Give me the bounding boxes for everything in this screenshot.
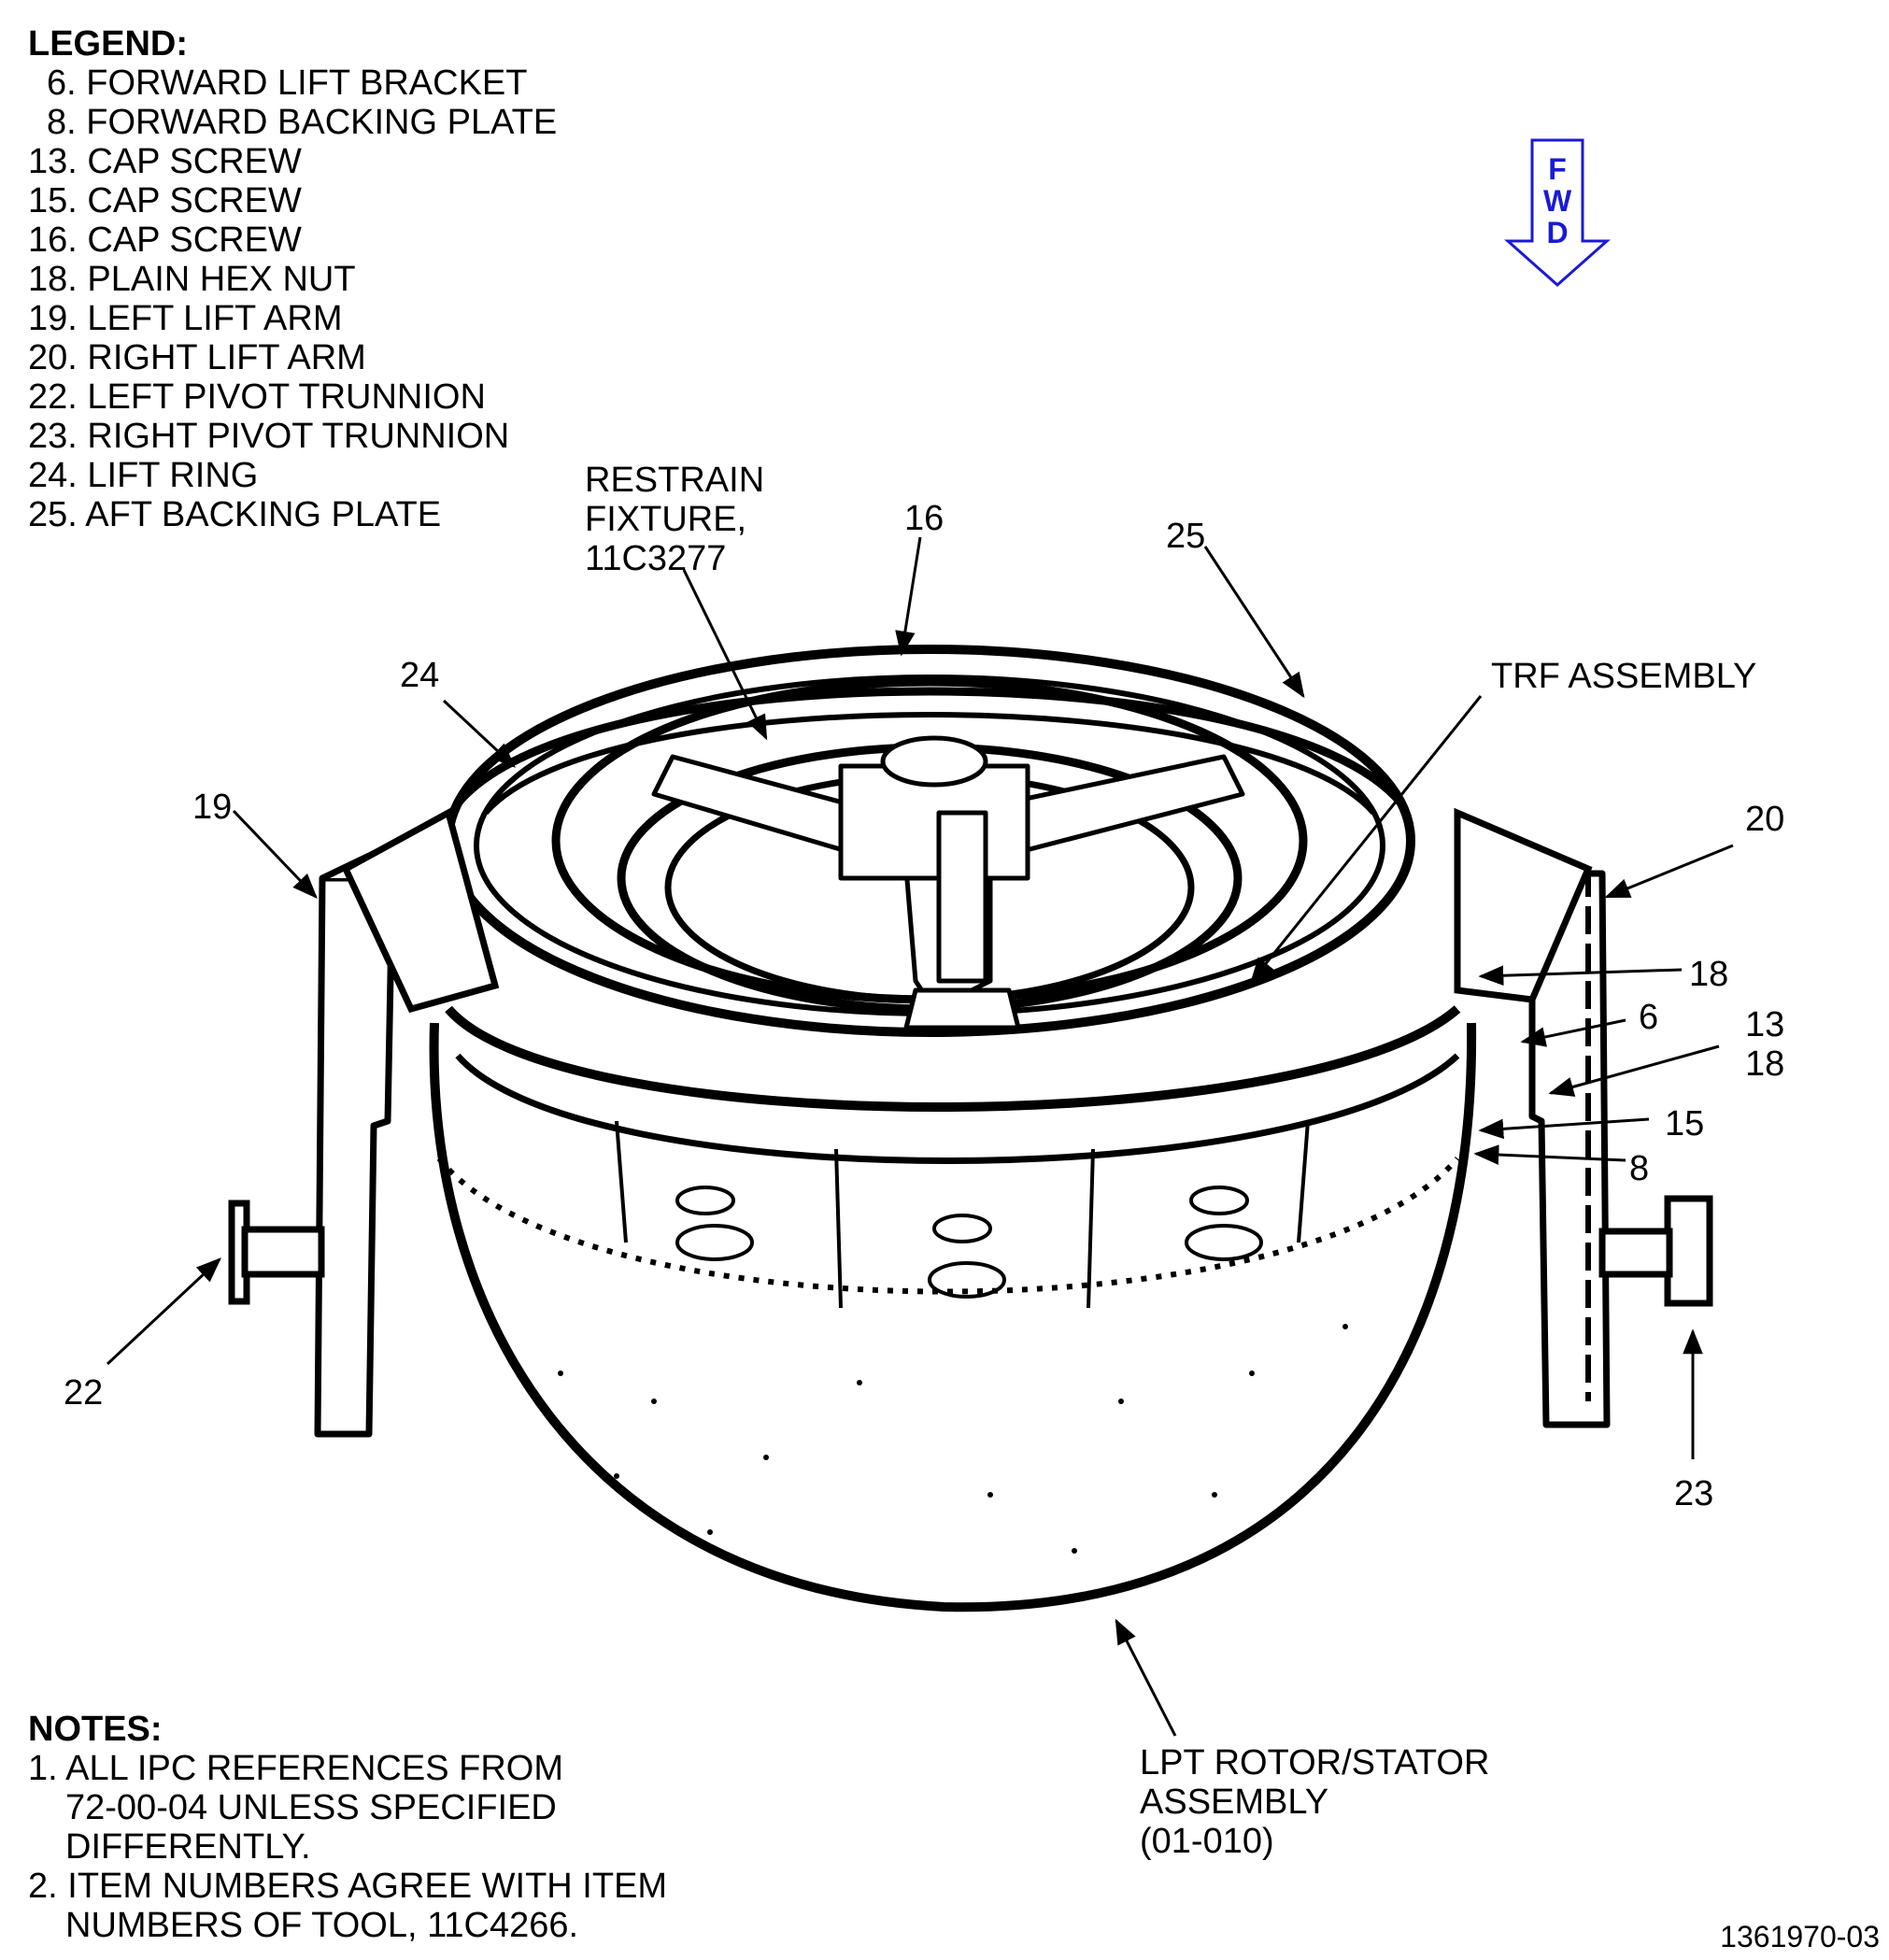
- fwd-letter: W: [1543, 184, 1572, 218]
- notes: NOTES: 1. ALL IPC REFERENCES FROM 72-00-…: [28, 1710, 667, 1945]
- restrain-fixture-label: RESTRAIN FIXTURE, 11C3277: [585, 461, 765, 578]
- note-item: 2. ITEM NUMBERS AGREE WITH ITEM: [28, 1867, 667, 1906]
- legend-item: 24. LIFT RING: [28, 456, 259, 495]
- callout-23: 23: [1674, 1474, 1714, 1513]
- forward-lift-bracket-right: [1454, 807, 1593, 1003]
- legend-item: 20. RIGHT LIFT ARM: [28, 338, 366, 377]
- legend-item: 23. RIGHT PIVOT TRUNNION: [28, 417, 510, 456]
- note-line: NUMBERS OF TOOL, 11C4266.: [65, 1906, 579, 1945]
- left-pivot-trunnion: [228, 1200, 325, 1305]
- fwd-arrow-icon: [1504, 138, 1611, 288]
- notes-title: NOTES:: [28, 1710, 163, 1749]
- callout-16: 16: [904, 499, 944, 538]
- legend-item: 25. AFT BACKING PLATE: [28, 495, 442, 534]
- legend: LEGEND: 6. FORWARD LIFT BRACKET 8. FORWA…: [28, 24, 557, 534]
- legend-item: 6. FORWARD LIFT BRACKET: [47, 64, 528, 103]
- legend-item: 13. CAP SCREW: [28, 142, 302, 181]
- lpt-casing: [429, 1022, 1477, 1612]
- legend-item: 18. PLAIN HEX NUT: [28, 260, 356, 299]
- callout-6: 6: [1639, 998, 1659, 1037]
- lpt-assembly-label: LPT ROTOR/STATOR ASSEMBLY (01-010): [1140, 1743, 1490, 1861]
- legend-item: 16. CAP SCREW: [28, 220, 302, 260]
- note-line: ALL IPC REFERENCES FROM: [65, 1749, 563, 1788]
- callout-19: 19: [192, 788, 233, 827]
- restrain-fixture: [651, 735, 1245, 1030]
- callout-13: 13: [1745, 1005, 1785, 1044]
- callout-18-lower: 18: [1745, 1044, 1785, 1084]
- fwd-letter: D: [1546, 216, 1569, 249]
- figure-id: 1361970-03: [1720, 1920, 1880, 1953]
- callout-18-upper: 18: [1689, 955, 1729, 994]
- note-number: 2.: [28, 1867, 58, 1906]
- legend-item: 22. LEFT PIVOT TRUNNION: [28, 377, 486, 417]
- aft-backing-plate: [454, 687, 1405, 806]
- callout-24: 24: [400, 656, 440, 695]
- callout-20: 20: [1745, 800, 1785, 839]
- note-line: ITEM NUMBERS AGREE WITH ITEM: [67, 1867, 668, 1906]
- note-number: 1.: [28, 1749, 58, 1788]
- legend-item: 15. CAP SCREW: [28, 181, 302, 220]
- forward-lift-bracket-left: [341, 807, 500, 1014]
- right-pivot-trunnion: [1598, 1195, 1713, 1307]
- fwd-label: F W D: [1543, 153, 1571, 249]
- legend-item: 8. FORWARD BACKING PLATE: [47, 103, 558, 142]
- legend-item: 19. LEFT LIFT ARM: [28, 299, 343, 338]
- callout-8: 8: [1629, 1149, 1650, 1188]
- callout-22: 22: [64, 1373, 104, 1413]
- note-line: 72-00-04 UNLESS SPECIFIED: [65, 1788, 557, 1827]
- note-line: DIFFERENTLY.: [65, 1827, 311, 1867]
- legend-title: LEGEND:: [28, 24, 188, 64]
- fwd-letter: F: [1548, 152, 1567, 186]
- note-item: 1. ALL IPC REFERENCES FROM: [28, 1749, 667, 1788]
- callout-25: 25: [1166, 517, 1206, 556]
- callout-15: 15: [1665, 1104, 1705, 1143]
- trf-assembly-label: TRF ASSEMBLY: [1491, 657, 1757, 696]
